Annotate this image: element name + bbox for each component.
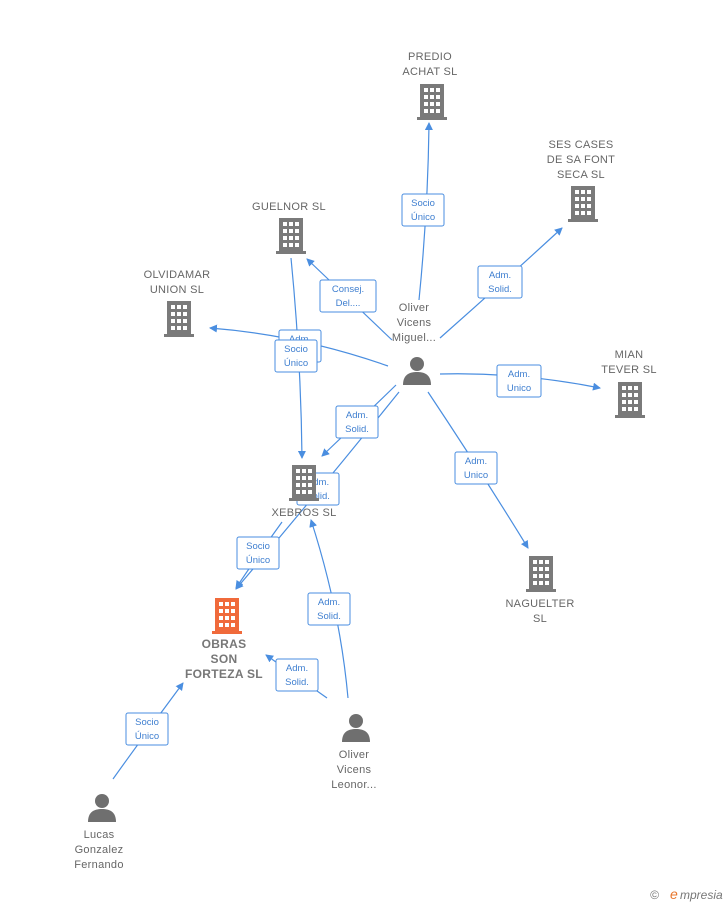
- node-label-line: OBRAS: [202, 637, 247, 651]
- edge-label-line2: Único: [246, 555, 270, 566]
- edge-label-socio-unico[interactable]: Socio Único: [274, 339, 318, 373]
- edge-label-line2: Solid.: [285, 677, 309, 688]
- edge-label-line1: Adm.: [508, 369, 530, 380]
- edge-label-line2: Del....: [336, 298, 361, 309]
- edge-label-adm-unico[interactable]: Adm. Unico: [496, 364, 542, 398]
- node-label-line: MIAN: [615, 349, 644, 361]
- building-icon: [417, 84, 447, 120]
- copyright-symbol: ©: [650, 888, 659, 902]
- node-label-line: Gonzalez: [75, 844, 124, 856]
- person-node-lucas-gonzalez-fernando[interactable]: Lucas Gonzalez Fernando: [74, 794, 124, 871]
- building-icon: [615, 382, 645, 418]
- edge-label-line1: Adm.: [318, 597, 340, 608]
- edge-label-line1: Adm.: [346, 410, 368, 421]
- edge-label-line1: Socio: [411, 198, 435, 209]
- node-label-line: Vicens: [337, 764, 372, 776]
- edge-label-line2: Solid.: [488, 284, 512, 295]
- person-node-oliver-vicens-leonor[interactable]: Oliver Vicens Leonor...: [331, 714, 377, 791]
- company-node-xebros[interactable]: XEBROS SL: [271, 465, 336, 519]
- node-label-line: XEBROS SL: [271, 507, 336, 519]
- brand-initial: e: [670, 886, 678, 902]
- edge-label-line1: Adm.: [286, 663, 308, 674]
- company-node-predio[interactable]: PREDIO ACHAT SL: [402, 51, 457, 120]
- node-label-line: SECA SL: [557, 169, 605, 181]
- person-icon: [88, 794, 116, 822]
- node-label-line: SON: [211, 652, 238, 666]
- company-node-olvidamar[interactable]: OLVIDAMAR UNION SL: [144, 269, 211, 337]
- edge-label-line2: Solid.: [345, 424, 369, 435]
- edge-label-adm-solid[interactable]: Adm. Solid.: [477, 265, 523, 299]
- building-icon: [289, 465, 319, 501]
- edge-label-socio-unico[interactable]: Socio Único: [125, 712, 169, 746]
- edge-label-line1: Adm.: [307, 477, 329, 488]
- company-node-naguelter[interactable]: NAGUELTER SL: [505, 556, 574, 625]
- person-node-oliver-vicens-miguel[interactable]: Oliver Vicens Miguel...: [392, 302, 436, 385]
- node-label-line: PREDIO: [408, 51, 452, 63]
- company-node-ses-cases[interactable]: SES CASES DE SA FONT SECA SL: [547, 139, 615, 222]
- edge-label-line2: Único: [135, 731, 159, 742]
- node-label-line: SES CASES: [548, 139, 613, 151]
- company-node-mian-tever[interactable]: MIAN TEVER SL: [601, 349, 657, 418]
- building-icon: [276, 218, 306, 254]
- edge-label-line2: Único: [284, 358, 308, 369]
- node-label-line: ACHAT SL: [402, 66, 457, 78]
- person-icon: [342, 714, 370, 742]
- building-icon: [212, 598, 242, 634]
- node-label-line: Oliver: [399, 302, 430, 314]
- edge-label-line1: Consej.: [332, 284, 364, 295]
- edge-label-line2: Único: [411, 212, 435, 223]
- building-icon: [164, 301, 194, 337]
- edge-label-line2: Unico: [507, 383, 531, 394]
- edge-label-line2: Solid.: [317, 611, 341, 622]
- brand-footer: © e mpresia: [650, 886, 723, 902]
- node-label-line: Miguel...: [392, 332, 436, 344]
- edge-label-consej-del[interactable]: Consej. Del....: [319, 279, 377, 313]
- edge-label-line2: Solid.: [306, 491, 330, 502]
- node-label-line: GUELNOR SL: [252, 201, 326, 213]
- node-label-line: SL: [533, 613, 547, 625]
- edge-label-adm-solid[interactable]: Adm. Solid.: [307, 592, 351, 626]
- company-node-guelnor[interactable]: GUELNOR SL: [252, 201, 326, 254]
- edge-label-line2: Unico: [464, 470, 488, 481]
- brand-name: mpresia: [680, 888, 723, 902]
- edge-label-adm-solid[interactable]: Adm. Solid.: [335, 405, 379, 439]
- edge-label-adm-solid[interactable]: Adm. Solid.: [275, 658, 319, 692]
- node-label-line: Vicens: [397, 317, 432, 329]
- node-label-line: OLVIDAMAR: [144, 269, 211, 281]
- person-icon: [403, 357, 431, 385]
- node-label-line: TEVER SL: [601, 364, 657, 376]
- company-node-obras-son-forteza[interactable]: OBRAS SON FORTEZA SL: [185, 598, 263, 681]
- edge-label-line1: Adm.: [489, 270, 511, 281]
- node-label-line: UNION SL: [150, 284, 204, 296]
- node-label-line: Leonor...: [331, 779, 377, 791]
- nodes-layer: PREDIO ACHAT SL SES CASES DE SA FONT SEC…: [74, 51, 657, 871]
- node-label-line: NAGUELTER: [505, 598, 574, 610]
- building-icon: [526, 556, 556, 592]
- node-label-line: Lucas: [84, 829, 115, 841]
- building-icon: [568, 186, 598, 222]
- node-label-line: Oliver: [339, 749, 370, 761]
- edge-label-line1: Socio: [246, 541, 270, 552]
- edge-label-socio-unico[interactable]: Socio Único: [236, 536, 280, 570]
- node-label-line: DE SA FONT: [547, 154, 615, 166]
- edge-label-line1: Adm.: [465, 456, 487, 467]
- edge-label-line1: Socio: [135, 717, 159, 728]
- edge-label-adm-unico[interactable]: Adm. Unico: [454, 451, 498, 485]
- edge-label-line1: Socio: [284, 344, 308, 355]
- node-label-line: FORTEZA SL: [185, 667, 263, 681]
- edge-label-socio-unico[interactable]: Socio Único: [401, 193, 445, 227]
- node-label-line: Fernando: [74, 859, 124, 871]
